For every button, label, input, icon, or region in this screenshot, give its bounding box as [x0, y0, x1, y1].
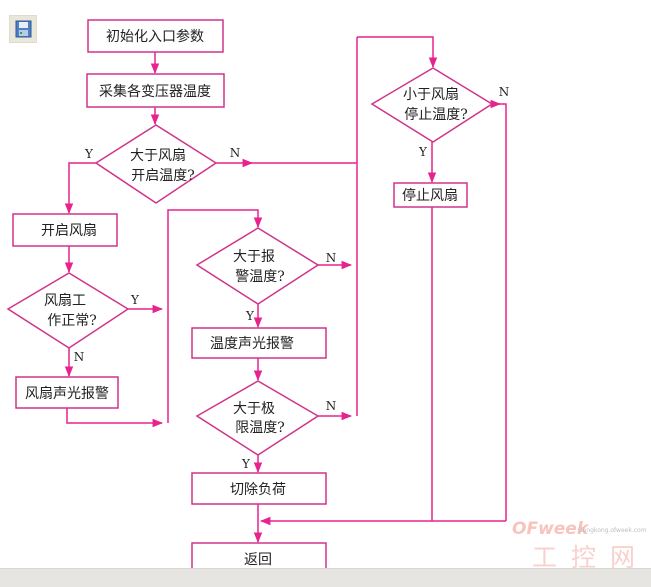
watermark-brand: OFweek [512, 519, 589, 539]
node-cut-load-label: 切除负荷 [230, 482, 286, 498]
label-alarm-yes: Y [245, 309, 255, 323]
node-fan-ok-label-1: 风扇工 [44, 293, 86, 309]
node-init-label: 初始化入口参数 [106, 28, 204, 45]
node-return-label: 返回 [244, 552, 272, 568]
label-fan-on-yes: Y [84, 147, 94, 161]
node-collect-label: 采集各变压器温度 [99, 83, 211, 100]
node-stop-fan [393, 182, 468, 208]
save-button[interactable] [9, 15, 37, 43]
watermark-cn: 工控网 [532, 543, 650, 572]
node-collect [86, 73, 225, 108]
save-icon [15, 20, 32, 38]
node-limit-label-1: 大于极 [233, 401, 275, 417]
bus-far-right [499, 103, 507, 521]
node-fan-on-question [94, 124, 218, 204]
node-limit-label-2: 限温度? [235, 420, 285, 436]
node-init [87, 19, 224, 53]
bottom-bar [0, 568, 651, 587]
node-alarm-question [195, 227, 320, 305]
label-fan-off-yes: Y [418, 145, 428, 159]
node-temp-alarm-label: 温度声光报警 [210, 336, 294, 352]
node-cut-load [191, 472, 327, 505]
node-fan-on-label-1: 大于风扇 [130, 148, 186, 164]
node-temp-alarm [191, 327, 327, 359]
node-fan-off-question [370, 67, 494, 143]
node-start-fan-label: 开启风扇 [41, 223, 97, 239]
node-fan-off-label-1: 小于风扇 [403, 87, 459, 103]
node-fan-ok-label-2: 作正常? [47, 313, 97, 329]
node-alarm-label-1: 大于报 [233, 249, 275, 265]
node-fan-alarm-label: 风扇声光报警 [25, 386, 109, 402]
node-fan-off-label-2: 停止温度? [404, 106, 468, 123]
edge-fanalarm-bus [66, 408, 164, 428]
node-alarm-label-2: 警温度? [235, 269, 285, 285]
bus-left [167, 209, 263, 423]
label-alarm-no: N [326, 251, 337, 265]
label-limit-yes: Y [241, 457, 251, 471]
label-fan-on-no: N [230, 146, 241, 160]
edge-bus-fanoffq [357, 36, 438, 69]
node-limit-question [195, 380, 320, 456]
node-fan-on-label-2: 开启温度? [131, 168, 195, 184]
node-fan-ok-question [6, 272, 130, 349]
label-fan-ok-yes: Y [130, 293, 140, 307]
node-fan-alarm [15, 376, 119, 409]
label-fan-ok-no: N [74, 350, 85, 364]
node-stop-fan-label: 停止风扇 [402, 187, 458, 204]
edge-fanonq-yes [64, 162, 96, 215]
watermark-url: Gongkong.ofweek.com [578, 527, 647, 534]
label-limit-no: N [326, 399, 337, 413]
label-fan-off-no: N [499, 85, 510, 99]
node-start-fan [12, 213, 118, 247]
